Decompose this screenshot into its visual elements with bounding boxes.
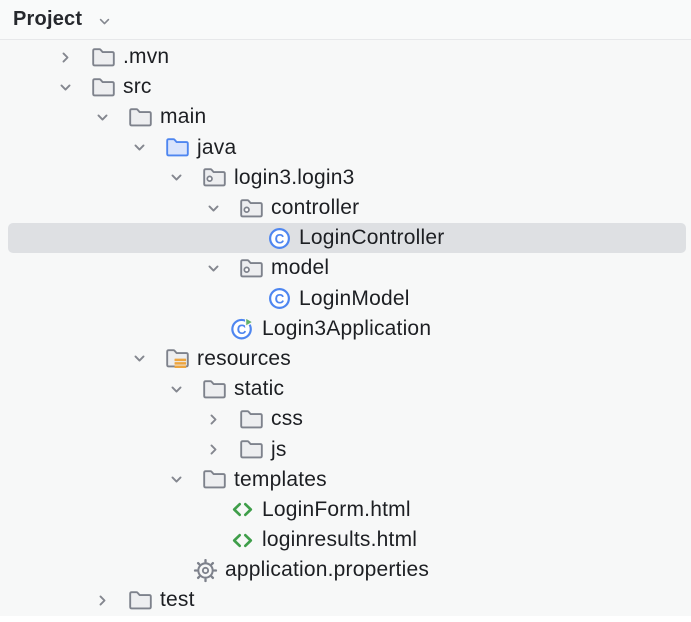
tree-item-label: main bbox=[160, 105, 207, 129]
tree-item-mvn[interactable]: .mvn bbox=[0, 42, 691, 72]
folder-icon bbox=[90, 44, 116, 70]
chevron-down-icon[interactable] bbox=[50, 78, 80, 97]
folder-icon bbox=[90, 74, 116, 100]
tree-item-label: src bbox=[123, 75, 152, 99]
tree-item-css[interactable]: css bbox=[0, 404, 691, 434]
chevron-down-icon[interactable] bbox=[161, 380, 191, 399]
tree-item-label: templates bbox=[234, 467, 327, 491]
tree-item-label: controller bbox=[271, 196, 360, 220]
chevron-down-icon[interactable] bbox=[96, 13, 113, 30]
tree-item-label: login3.login3 bbox=[234, 165, 355, 189]
project-header-title[interactable]: Project bbox=[13, 8, 83, 30]
tree-item-application-properties[interactable]: application.properties bbox=[0, 555, 691, 585]
tree-item-label: js bbox=[271, 437, 287, 461]
tree-item-label: LoginModel bbox=[299, 286, 410, 310]
tree-item-label: loginresults.html bbox=[262, 528, 418, 552]
chevron-down-icon[interactable] bbox=[124, 138, 154, 157]
tree-item-static[interactable]: static bbox=[0, 374, 691, 404]
tree-item-label: application.properties bbox=[225, 558, 430, 582]
chevron-down-icon[interactable] bbox=[198, 259, 228, 278]
package-icon bbox=[238, 255, 264, 281]
chevron-right-icon[interactable] bbox=[50, 48, 80, 67]
html-icon bbox=[229, 527, 255, 553]
chevron-down-icon[interactable] bbox=[198, 199, 228, 218]
package-icon bbox=[238, 195, 264, 221]
tree-item-loginmodel[interactable]: C LoginModel bbox=[0, 284, 691, 314]
class-run-icon: C bbox=[229, 316, 255, 342]
folder-icon bbox=[238, 406, 264, 432]
chevron-right-icon[interactable] bbox=[198, 440, 228, 459]
tree-item-label: test bbox=[160, 588, 195, 612]
tree-item-controller[interactable]: controller bbox=[0, 193, 691, 223]
class-icon: C bbox=[266, 286, 292, 312]
gear-icon bbox=[192, 557, 218, 583]
tree-item-main[interactable]: main bbox=[0, 102, 691, 132]
package-icon bbox=[201, 165, 227, 191]
tree-item-login3-login3[interactable]: login3.login3 bbox=[0, 163, 691, 193]
folder-icon bbox=[201, 467, 227, 493]
svg-text:C: C bbox=[236, 322, 246, 337]
svg-text:C: C bbox=[274, 291, 284, 306]
tree-item-label: model bbox=[271, 256, 330, 280]
tree-item-label: Login3Application bbox=[262, 316, 432, 340]
tree-item-label: LoginController bbox=[299, 226, 445, 250]
tree-item-label: resources bbox=[197, 346, 292, 370]
tree-item-label: css bbox=[271, 407, 304, 431]
tree-item-templates[interactable]: templates bbox=[0, 465, 691, 495]
chevron-down-icon[interactable] bbox=[124, 349, 154, 368]
tree-item-resources[interactable]: resources bbox=[0, 344, 691, 374]
tree-item-login3application[interactable]: C Login3Application bbox=[0, 314, 691, 344]
tree-item-src[interactable]: src bbox=[0, 72, 691, 102]
tree-item-label: static bbox=[234, 377, 285, 401]
chevron-right-icon[interactable] bbox=[87, 591, 117, 610]
chevron-down-icon[interactable] bbox=[87, 108, 117, 127]
folder-icon bbox=[201, 376, 227, 402]
tree-item-loginform-html[interactable]: LoginForm.html bbox=[0, 495, 691, 525]
tree-item-test[interactable]: test bbox=[0, 585, 691, 615]
tree-item-loginresults-html[interactable]: loginresults.html bbox=[0, 525, 691, 555]
folder-icon bbox=[127, 104, 153, 130]
folder-icon bbox=[127, 587, 153, 613]
bottom-strip bbox=[0, 616, 691, 622]
project-header[interactable]: Project bbox=[0, 0, 691, 40]
tree-item-java[interactable]: java bbox=[0, 133, 691, 163]
class-icon: C bbox=[266, 225, 292, 251]
chevron-right-icon[interactable] bbox=[198, 410, 228, 429]
tree-item-label: .mvn bbox=[123, 45, 170, 69]
tree-item-js[interactable]: js bbox=[0, 434, 691, 464]
folder-sources-icon bbox=[164, 135, 190, 161]
svg-text:C: C bbox=[274, 231, 284, 246]
tree-item-model[interactable]: model bbox=[0, 253, 691, 283]
tree-item-label: LoginForm.html bbox=[262, 497, 411, 521]
folder-resources-icon bbox=[164, 346, 190, 372]
html-icon bbox=[229, 497, 255, 523]
folder-icon bbox=[238, 437, 264, 463]
chevron-down-icon[interactable] bbox=[161, 470, 191, 489]
tree-item-label: java bbox=[197, 135, 237, 159]
chevron-down-icon[interactable] bbox=[161, 168, 191, 187]
tree-item-logincontroller[interactable]: C LoginController bbox=[8, 223, 686, 254]
